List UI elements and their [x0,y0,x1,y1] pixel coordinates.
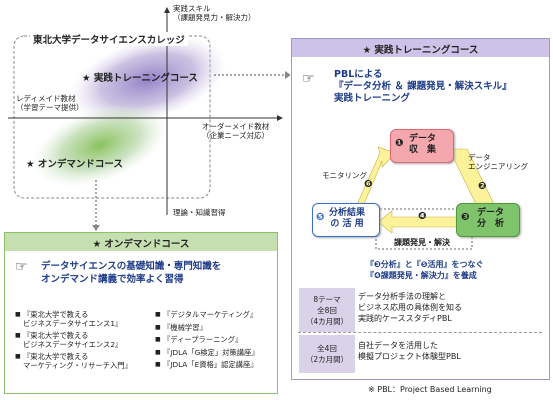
practice-box-title: ★ 実践トレーニングコース [362,45,479,56]
practice-label: ★ 実践トレーニングコース [82,73,198,84]
pbl-table: 8テーマ 全8回 （4カ月間） データ分析手法の理解と ビジネス応用の具体例を知… [298,287,542,374]
list-item: 『JDLA「E資格」認定講座』 [155,361,275,370]
ondemand-box-title: ★ オンデマンドコース [92,239,190,250]
pointing-hand-icon: ☞ [15,259,28,275]
label-monitoring: モニタリング [322,171,367,180]
step-number-2: ❷ [478,181,487,192]
ondemand-label: ★ オンデマンドコース [26,159,123,170]
quadrant-diagram: 実践スキル （課題発見力・解決力） 理論・知識習得 レディメイド教材 （学習テー… [0,0,290,232]
list-item: 『東北大学で教える ビジネスデータサイエンス1』 [15,310,165,328]
step-number-4: ❹ [418,211,427,222]
footnote: ※ PBL：Project Based Learning [368,385,492,394]
practice-box-header: ★ 実践トレーニングコース [292,39,549,57]
node-number-5: ❺ [316,212,325,223]
table-cell-right: データ分析手法の理解と ビジネス応用の具体例を知る 実践的ケーススタディPBL [358,292,462,323]
list-item: 『機械学習』 [155,323,275,333]
axis-top-label: 実践スキル （課題発見力・解決力） [173,4,256,22]
label-problem-solving: 課題発見・解決 [394,238,450,247]
node-number-1: ❶ [395,138,404,149]
list-item: 『東北大学で教える マーケティング・リサーチ入門』 [15,353,165,370]
node-data-analysis: ❸ データ 分 析 [456,203,520,237]
practice-headline: PBLによる 『データ分析 ＆ 課題発見・解決スキル』 実践トレーニング [334,69,512,104]
node-label-1: データ 収 集 [409,134,437,155]
practice-box: ★ 実践トレーニングコース ☞ PBLによる 『データ分析 ＆ 課題発見・解決ス… [291,38,550,380]
table-divider [298,332,542,333]
table-row: 8テーマ 全8回 （4カ月間） データ分析手法の理解と ビジネス応用の具体例を知… [298,287,542,333]
axis-bottom-label: 理論・知識習得 [173,208,226,217]
practice-blob [70,36,226,124]
table-cell-left: 全4回 （2カ月間） [298,334,356,374]
table-row: 全4回 （2カ月間） 自社データを活用した 模擬プロジェクト体験型PBL [298,334,542,374]
cycle-arrow-4 [377,210,463,234]
table-cell-left: 8テーマ 全8回 （4カ月間） [298,287,356,333]
list-item: 『ディープラーニング』 [155,336,275,345]
node-number-3: ❸ [461,212,470,223]
node-label-5: 分析結果 の 活 用 [329,208,366,229]
table-cell-right: 自社データを活用した 模擬プロジェクト体験型PBL [358,341,461,361]
pbl-cycle-graphics [351,146,503,250]
step-number-6: ❻ [364,179,373,190]
ondemand-blob [33,103,167,187]
ondemand-headline: データサイエンスの基礎知識・専門知識を オンデマンド講義で効率よく習得 [41,261,222,285]
ondemand-right-list: 『デジタルマーケティング』 『機械学習』 『ディープラーニング』 『JDLA「G… [155,310,275,370]
ondemand-box: ★ オンデマンドコース ☞ データサイエンスの基礎知識・専門知識を オンデマンド… [4,232,278,394]
pointing-hand-icon: ☞ [302,71,315,87]
node-label-3: データ 分 析 [477,208,505,229]
ondemand-left-list: 『東北大学で教える ビジネスデータサイエンス1』 『東北大学で教える ビジネスデ… [15,310,165,371]
quadrant-graphics [8,7,290,231]
node-result-use: ❺ 分析結果 の 活 用 [312,203,380,237]
college-label: 東北大学データサイエンスカレッジ [30,32,188,46]
ondemand-box-header: ★ オンデマンドコース [5,233,277,251]
axis-right-label: オーダーメイド教材 （企業ニーズ対応） [202,122,270,140]
connect-note: 『❸分析』と『❺活用』をつなぐ 『❹課題発見・解決力』を養成 [366,260,484,280]
axis-left-label: レディメイド教材 （学習テーマ提供） [16,94,84,112]
label-engineering: データ エンジニアリング [468,153,528,171]
list-item: 『JDLA「G検定」対策講座』 [155,348,275,358]
node-data-collection: ❶ データ 収 集 [390,129,454,163]
list-item: 『デジタルマーケティング』 [155,310,275,320]
list-item: 『東北大学で教える ビジネスデータサイエンス2』 [15,331,165,349]
